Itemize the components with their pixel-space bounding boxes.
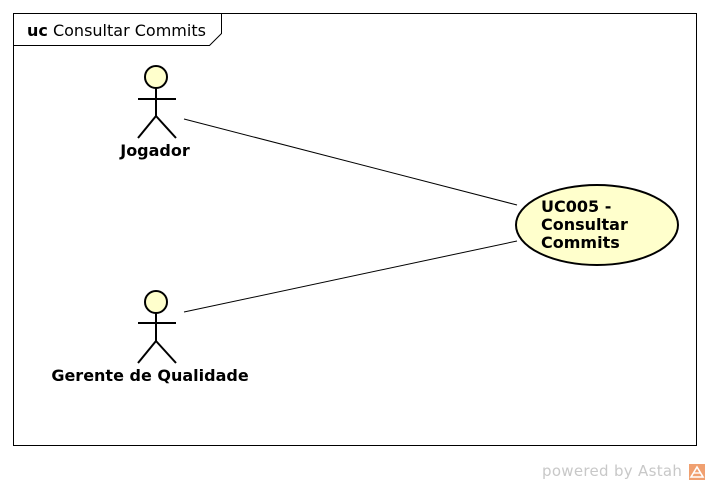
use-case-uc005[interactable]: UC005 - Consultar Commits xyxy=(515,184,679,266)
actor-right-leg xyxy=(155,115,177,139)
actor-gerente-de-qualidade[interactable]: Gerente de Qualidade xyxy=(51,290,249,385)
actor-head xyxy=(144,290,168,314)
actor-label-gerente: Gerente de Qualidade xyxy=(51,366,249,385)
use-case-line-3: Commits xyxy=(541,233,620,252)
diagram-frame xyxy=(13,13,697,446)
use-case-ellipse xyxy=(515,184,679,266)
watermark-text: powered by Astah xyxy=(542,462,683,480)
actor-right-leg xyxy=(155,340,177,364)
association-jogador[interactable] xyxy=(183,118,518,206)
actor-left-leg xyxy=(137,115,157,139)
actor-jogador[interactable]: Jogador xyxy=(119,65,190,160)
use-case-label: UC005 - Consultar Commits xyxy=(541,197,633,252)
astah-logo-icon xyxy=(689,464,705,480)
association-gerente[interactable] xyxy=(183,240,518,313)
frame-title: uc Consultar Commits xyxy=(27,21,206,40)
frame-name: Consultar Commits xyxy=(53,21,206,40)
use-case-line-2: Consultar xyxy=(541,215,628,234)
frame-keyword: uc xyxy=(27,21,48,40)
use-case-line-1: UC005 - xyxy=(541,197,611,216)
actor-head xyxy=(144,65,168,89)
frame-name-tab xyxy=(13,13,222,46)
actor-left-leg xyxy=(137,340,157,364)
actor-label-jogador: Jogador xyxy=(119,141,190,160)
